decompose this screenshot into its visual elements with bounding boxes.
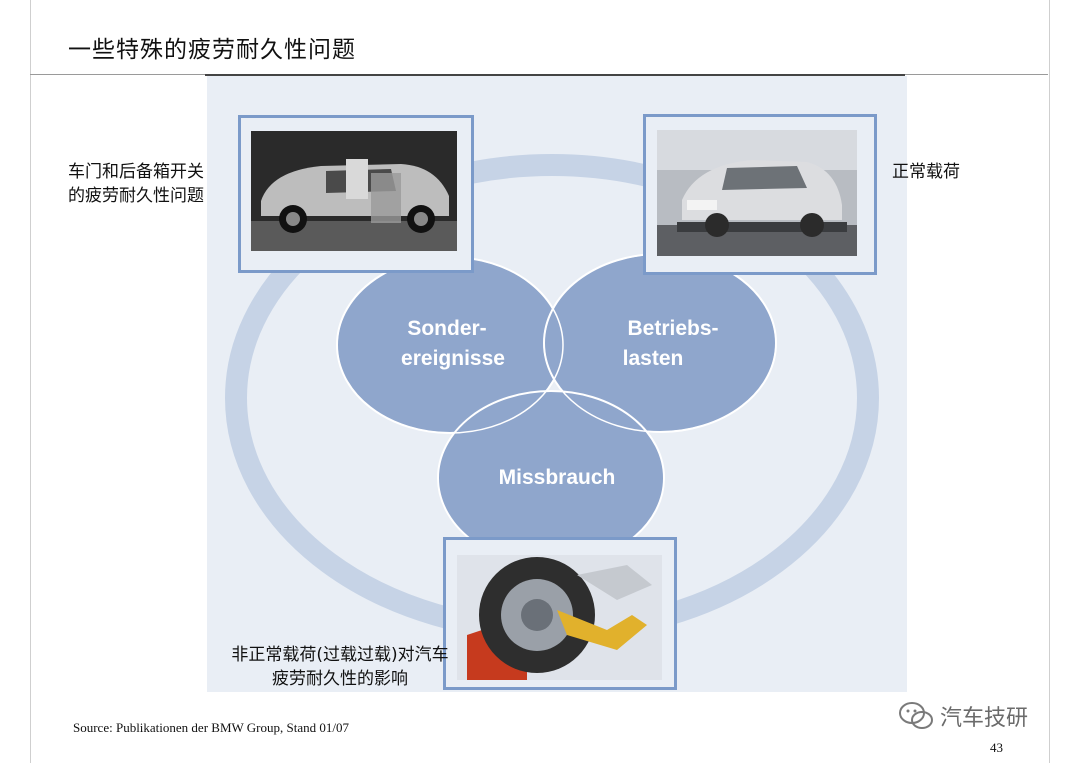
caption-top-left-line2: 的疲劳耐久性问题 <box>68 186 204 206</box>
title-divider-accent <box>205 74 905 76</box>
slide-frame <box>30 0 1050 763</box>
caption-bottom: 非正常载荷(过载过载)对汽车 疲劳耐久性的影响 <box>220 643 460 691</box>
page-number: 43 <box>990 740 1003 755</box>
wechat-icon <box>899 702 933 729</box>
caption-bottom-line2: 疲劳耐久性的影响 <box>272 669 408 689</box>
car-doors-image <box>251 131 457 251</box>
slide-title: 一些特殊的疲劳耐久性问题 <box>68 37 356 63</box>
caption-top-right-line1: 正常载荷 <box>892 162 960 182</box>
caption-top-right: 正常载荷 <box>892 160 960 184</box>
source-note: Source: Publikationen der BMW Group, Sta… <box>73 720 349 735</box>
caption-top-left: 车门和后备箱开关 的疲劳耐久性问题 <box>68 160 204 208</box>
caption-bottom-line1: 非正常载荷(过载过载)对汽车 <box>231 645 449 665</box>
label-missbrauch: Missbrauch <box>499 466 616 489</box>
label-sonder-line1: Sonder- <box>407 317 486 340</box>
label-betriebs-line1: Betriebs- <box>627 317 718 340</box>
photo-wheel-overload <box>457 555 662 680</box>
photo-car-test-rig <box>657 130 857 256</box>
car-test-rig-image <box>657 130 857 256</box>
photo-car-doors <box>251 131 457 251</box>
wheel-overload-image <box>457 555 662 680</box>
watermark: 汽车技研 <box>898 700 1028 732</box>
label-sonder-line2: ereignisse <box>401 347 505 370</box>
caption-top-left-line1: 车门和后备箱开关 <box>68 162 204 182</box>
label-betriebs-line2: lasten <box>623 347 684 370</box>
watermark-text: 汽车技研 <box>940 706 1029 731</box>
